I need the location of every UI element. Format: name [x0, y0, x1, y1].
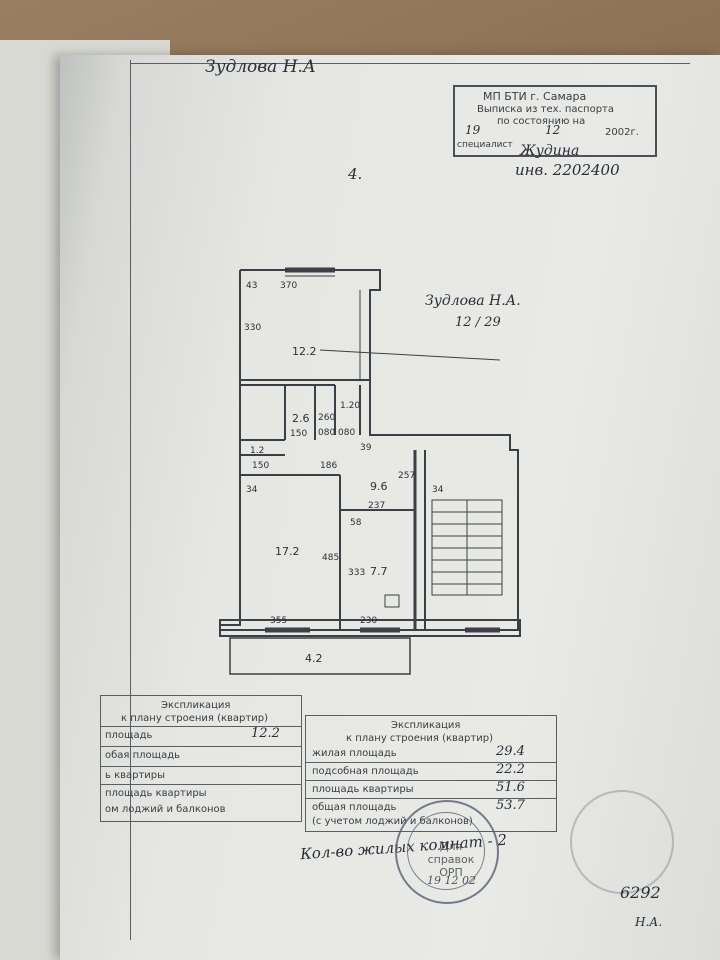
footer-initials: Н.А. — [635, 915, 663, 929]
explication-left-subtitle: к плану строения (квартир) — [121, 713, 268, 724]
explication-left-row-4-label: площадь квартиры — [105, 788, 207, 799]
round-stamp-date: 19 12 02 — [427, 874, 476, 887]
stamp-line3: по состоянию на — [497, 116, 586, 127]
stamp-year: 2002г. — [605, 127, 639, 138]
dim-19: 355 — [270, 616, 287, 626]
explication-right-row-4-value: 53.7 — [496, 798, 525, 813]
explication-right-subtitle: к плану строения (квартир) — [346, 733, 493, 744]
explication-right-row-2-value: 22.2 — [496, 762, 525, 777]
round-stamp: Для справок ОРП 19 12 02 — [395, 800, 499, 904]
stamp-day: 19 — [465, 123, 481, 137]
dim-16: 58 — [350, 518, 362, 528]
dim-7: 080 — [318, 428, 335, 438]
plan-share: 12 / 29 — [455, 315, 501, 330]
round-stamp-text: Для справок ОРП — [427, 840, 475, 879]
dim-20: 230 — [360, 616, 377, 626]
bti-stamp: МП БТИ г. Самара Выписка из тех. паспорт… — [453, 85, 657, 157]
dim-8: 080 — [338, 428, 355, 438]
explication-left-title: Экспликация — [161, 700, 231, 711]
dim-13: 34 — [246, 485, 258, 495]
plan-owner-label: Зудлова Н.А. — [425, 293, 521, 309]
page-number: 4. — [348, 165, 363, 183]
owner-name: Зудлова Н.А — [205, 57, 316, 77]
room-area-4: 9.6 — [370, 480, 388, 493]
explication-left-row-1-value: 12.2 — [251, 726, 280, 741]
faint-round-stamp — [570, 790, 674, 894]
stamp-line1: МП БТИ г. Самара — [483, 90, 587, 103]
explication-left-row-3-label: ь квартиры — [105, 770, 166, 781]
room-area-3: 1.2 — [250, 446, 264, 456]
dim-2: 370 — [280, 281, 297, 291]
dim-1: 43 — [246, 281, 257, 291]
dim-5: 260 — [318, 413, 335, 423]
stamp-signature: Жудина — [520, 143, 580, 159]
explication-right-row-3-value: 51.6 — [496, 780, 525, 795]
dim-12: 257 — [398, 471, 415, 481]
explication-right-row-3-label: площадь квартиры — [312, 784, 414, 795]
footer-code: 6292 — [620, 883, 661, 902]
room-area-1: 12.2 — [292, 345, 317, 358]
explication-right-row-1-label: жилая площадь — [312, 748, 397, 759]
floor-plan: 12.2 2.6 1.2 9.6 17.2 7.7 4.2 43 370 330… — [219, 267, 521, 675]
stamp-line2: Выписка из тех. паспорта — [477, 104, 615, 115]
dim-15: 34 — [432, 485, 444, 495]
dim-4: 150 — [290, 429, 307, 439]
dim-3: 330 — [244, 323, 261, 333]
explication-right-row-5-label: (с учетом лоджий и балконов) — [312, 816, 473, 827]
document-sheet: Зудлова Н.А 4. МП БТИ г. Самара Выписка … — [60, 55, 720, 960]
frame-line-top — [130, 63, 690, 64]
explication-left-row-2-label: обая площадь — [105, 750, 181, 761]
explication-right-row-1-value: 29.4 — [496, 744, 525, 759]
dim-18: 333 — [348, 568, 365, 578]
inventory-number: инв. 2202400 — [515, 161, 620, 179]
explication-right-title: Экспликация — [391, 720, 461, 731]
room-area-5: 17.2 — [275, 545, 300, 558]
explication-left-row-1-label: площадь — [105, 730, 153, 741]
dim-9: 39 — [360, 443, 372, 453]
dim-17: 485 — [322, 553, 339, 563]
stamp-month: 12 — [545, 123, 561, 137]
explication-right-table: Экспликация к плану строения (квартир) ж… — [305, 715, 557, 832]
room-area-2: 2.6 — [292, 412, 310, 425]
dim-14: 237 — [368, 501, 385, 511]
explication-left-table: Экспликация к плану строения (квартир) п… — [100, 695, 302, 822]
dim-10: 150 — [252, 461, 269, 471]
room-area-7: 4.2 — [305, 652, 323, 665]
dim-11: 186 — [320, 461, 337, 471]
explication-left-row-5-label: ом лоджий и балконов — [105, 804, 226, 815]
dim-6: 1.20 — [340, 401, 360, 411]
room-area-6: 7.7 — [370, 565, 388, 578]
explication-right-row-2-label: подсобная площадь — [312, 766, 419, 777]
stamp-specialist: специалист — [457, 140, 513, 150]
explication-right-row-4-label: общая площадь — [312, 802, 397, 813]
frame-line-left — [130, 60, 131, 940]
